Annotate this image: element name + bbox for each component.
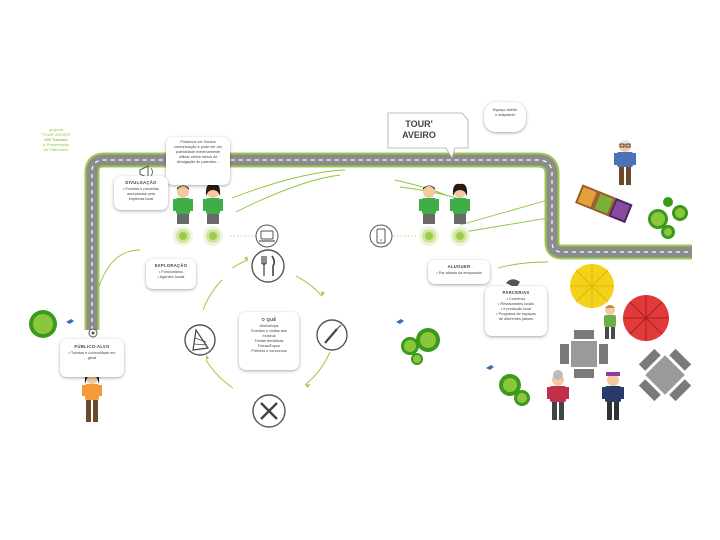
audience-person — [82, 369, 102, 422]
map-pin-icon — [88, 328, 98, 338]
cycle-arrows — [202, 259, 331, 389]
umbrella-red — [623, 295, 669, 341]
bubble-divulgacao: DIVULGAÇÃO • Eventos e parcerias anuncia… — [114, 176, 168, 210]
bubble-promo-note: Podemos ver Santos comunicação e pode se… — [166, 137, 230, 185]
umbrella-yellow — [570, 264, 614, 308]
brand-line-1: projecto — [48, 127, 64, 132]
handshake-icon — [506, 279, 520, 288]
visitor-child — [604, 305, 616, 339]
bubble-o-que-title: O QUÊ — [261, 317, 277, 322]
bubble-open-space: Espaço aberto e adaptável — [484, 102, 526, 132]
bubble-aluguer-text: • Por alturas da temporada — [436, 271, 482, 275]
bubble-o-que: O QUÊ Workshops Eventos e visitas aos mu… — [239, 312, 299, 370]
brand-line-5: do Património — [43, 147, 69, 152]
bubble-publico-alvo-title: PÚBLICO-ALVO — [74, 344, 110, 349]
visitor-hat — [602, 372, 624, 420]
tour-sign-line-1: TOUR' — [405, 119, 433, 129]
brand-line-3: OIS Turismo — [44, 137, 68, 142]
laptop-icon — [255, 224, 279, 248]
bubble-aluguer-title: ALUGUER — [447, 264, 471, 269]
bubble-parcerias: PARCERIAS • Comércio • Restaurantes loca… — [485, 286, 547, 336]
bubble-publico-alvo-text: • Turistas e comunidade em geral — [68, 351, 116, 360]
bubble-publico-alvo: PÚBLICO-ALVO • Turistas e comunidade em … — [60, 339, 124, 377]
brand-line-4: & Preservação — [42, 142, 70, 147]
bubble-aluguer: ALUGUER • Por alturas da temporada — [428, 260, 490, 284]
bubble-exploracao-text: • Funcionários • Agentes locais — [157, 270, 185, 279]
bubble-exploracao: EXPLORAÇÃO • Funcionários • Agentes loca… — [146, 259, 196, 289]
cafe-table-right — [638, 348, 692, 402]
promo-team — [173, 183, 223, 246]
project-brand: projecto "TOUR' AVEIRO" OIS Turismo & Pr… — [28, 127, 84, 152]
bubble-o-que-text: Workshops Eventos e visitas aos museus F… — [251, 324, 287, 353]
brand-line-2: "TOUR' AVEIRO" — [40, 132, 72, 137]
tour-sign-board — [387, 112, 469, 159]
visitor-grandma — [547, 370, 569, 420]
paintbrush-icon — [316, 319, 348, 351]
tour-sign-line-2: AVEIRO — [402, 130, 436, 140]
bubble-exploracao-title: EXPLORAÇÃO — [154, 263, 188, 268]
road — [84, 152, 692, 330]
market-stalls — [575, 184, 633, 224]
party-hat-icon — [184, 324, 216, 356]
arrow-heads — [206, 256, 325, 388]
bubble-promo-note-text: Podemos ver Santos comunicação e pode se… — [174, 140, 222, 164]
tour-sign: TOUR' AVEIRO — [386, 111, 464, 151]
phone-icon — [369, 224, 393, 248]
rental-team — [419, 183, 470, 246]
bubble-open-space-text: Espaço aberto e adaptável — [492, 108, 518, 117]
cafe-table-left — [560, 330, 608, 378]
bubble-divulgacao-text: • Eventos e parcerias anunciadas pela im… — [123, 187, 159, 201]
visitor-elderly — [614, 140, 636, 185]
bird-icon — [66, 319, 494, 370]
bubble-parcerias-title: PARCERIAS — [502, 290, 530, 295]
cutlery-icon — [251, 249, 285, 283]
bushes — [29, 197, 688, 406]
bubble-divulgacao-title: DIVULGAÇÃO — [125, 180, 157, 185]
bubble-parcerias-text: • Comércio • Restaurantes locais • e pro… — [496, 297, 536, 321]
tools-icon — [252, 394, 286, 428]
